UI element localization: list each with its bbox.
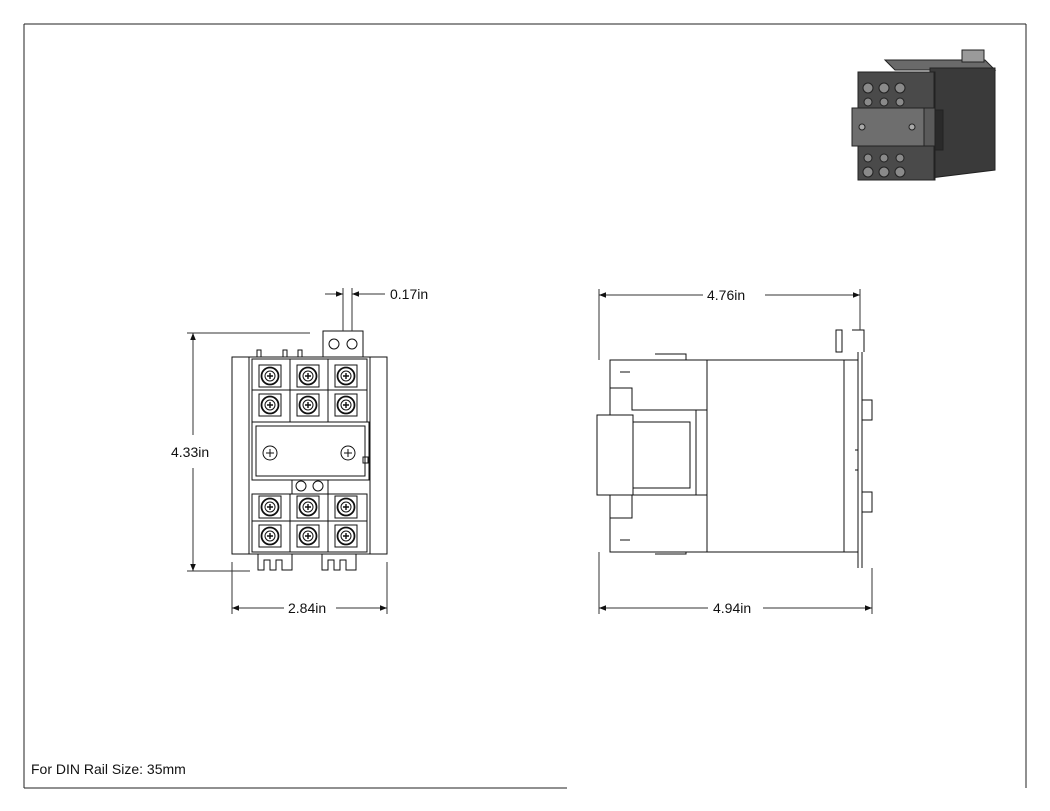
front-view: [231, 330, 388, 571]
din-rail-note: For DIN Rail Size: 35mm: [31, 761, 186, 777]
isometric-view: [851, 49, 997, 181]
dim-tab-width: 0.17in: [390, 286, 428, 302]
dim-front-width: 2.84in: [288, 600, 326, 616]
dim-front-height: 4.33in: [171, 444, 209, 460]
dimension-lines: [187, 288, 873, 614]
side-view: [596, 329, 873, 568]
dim-side-width-bottom: 4.94in: [713, 600, 751, 616]
dimension-labels: 0.17in 4.33in 2.84in 4.76in 4.94in: [171, 286, 751, 616]
dim-side-width-top: 4.76in: [707, 287, 745, 303]
drawing-border: [23, 23, 1027, 789]
